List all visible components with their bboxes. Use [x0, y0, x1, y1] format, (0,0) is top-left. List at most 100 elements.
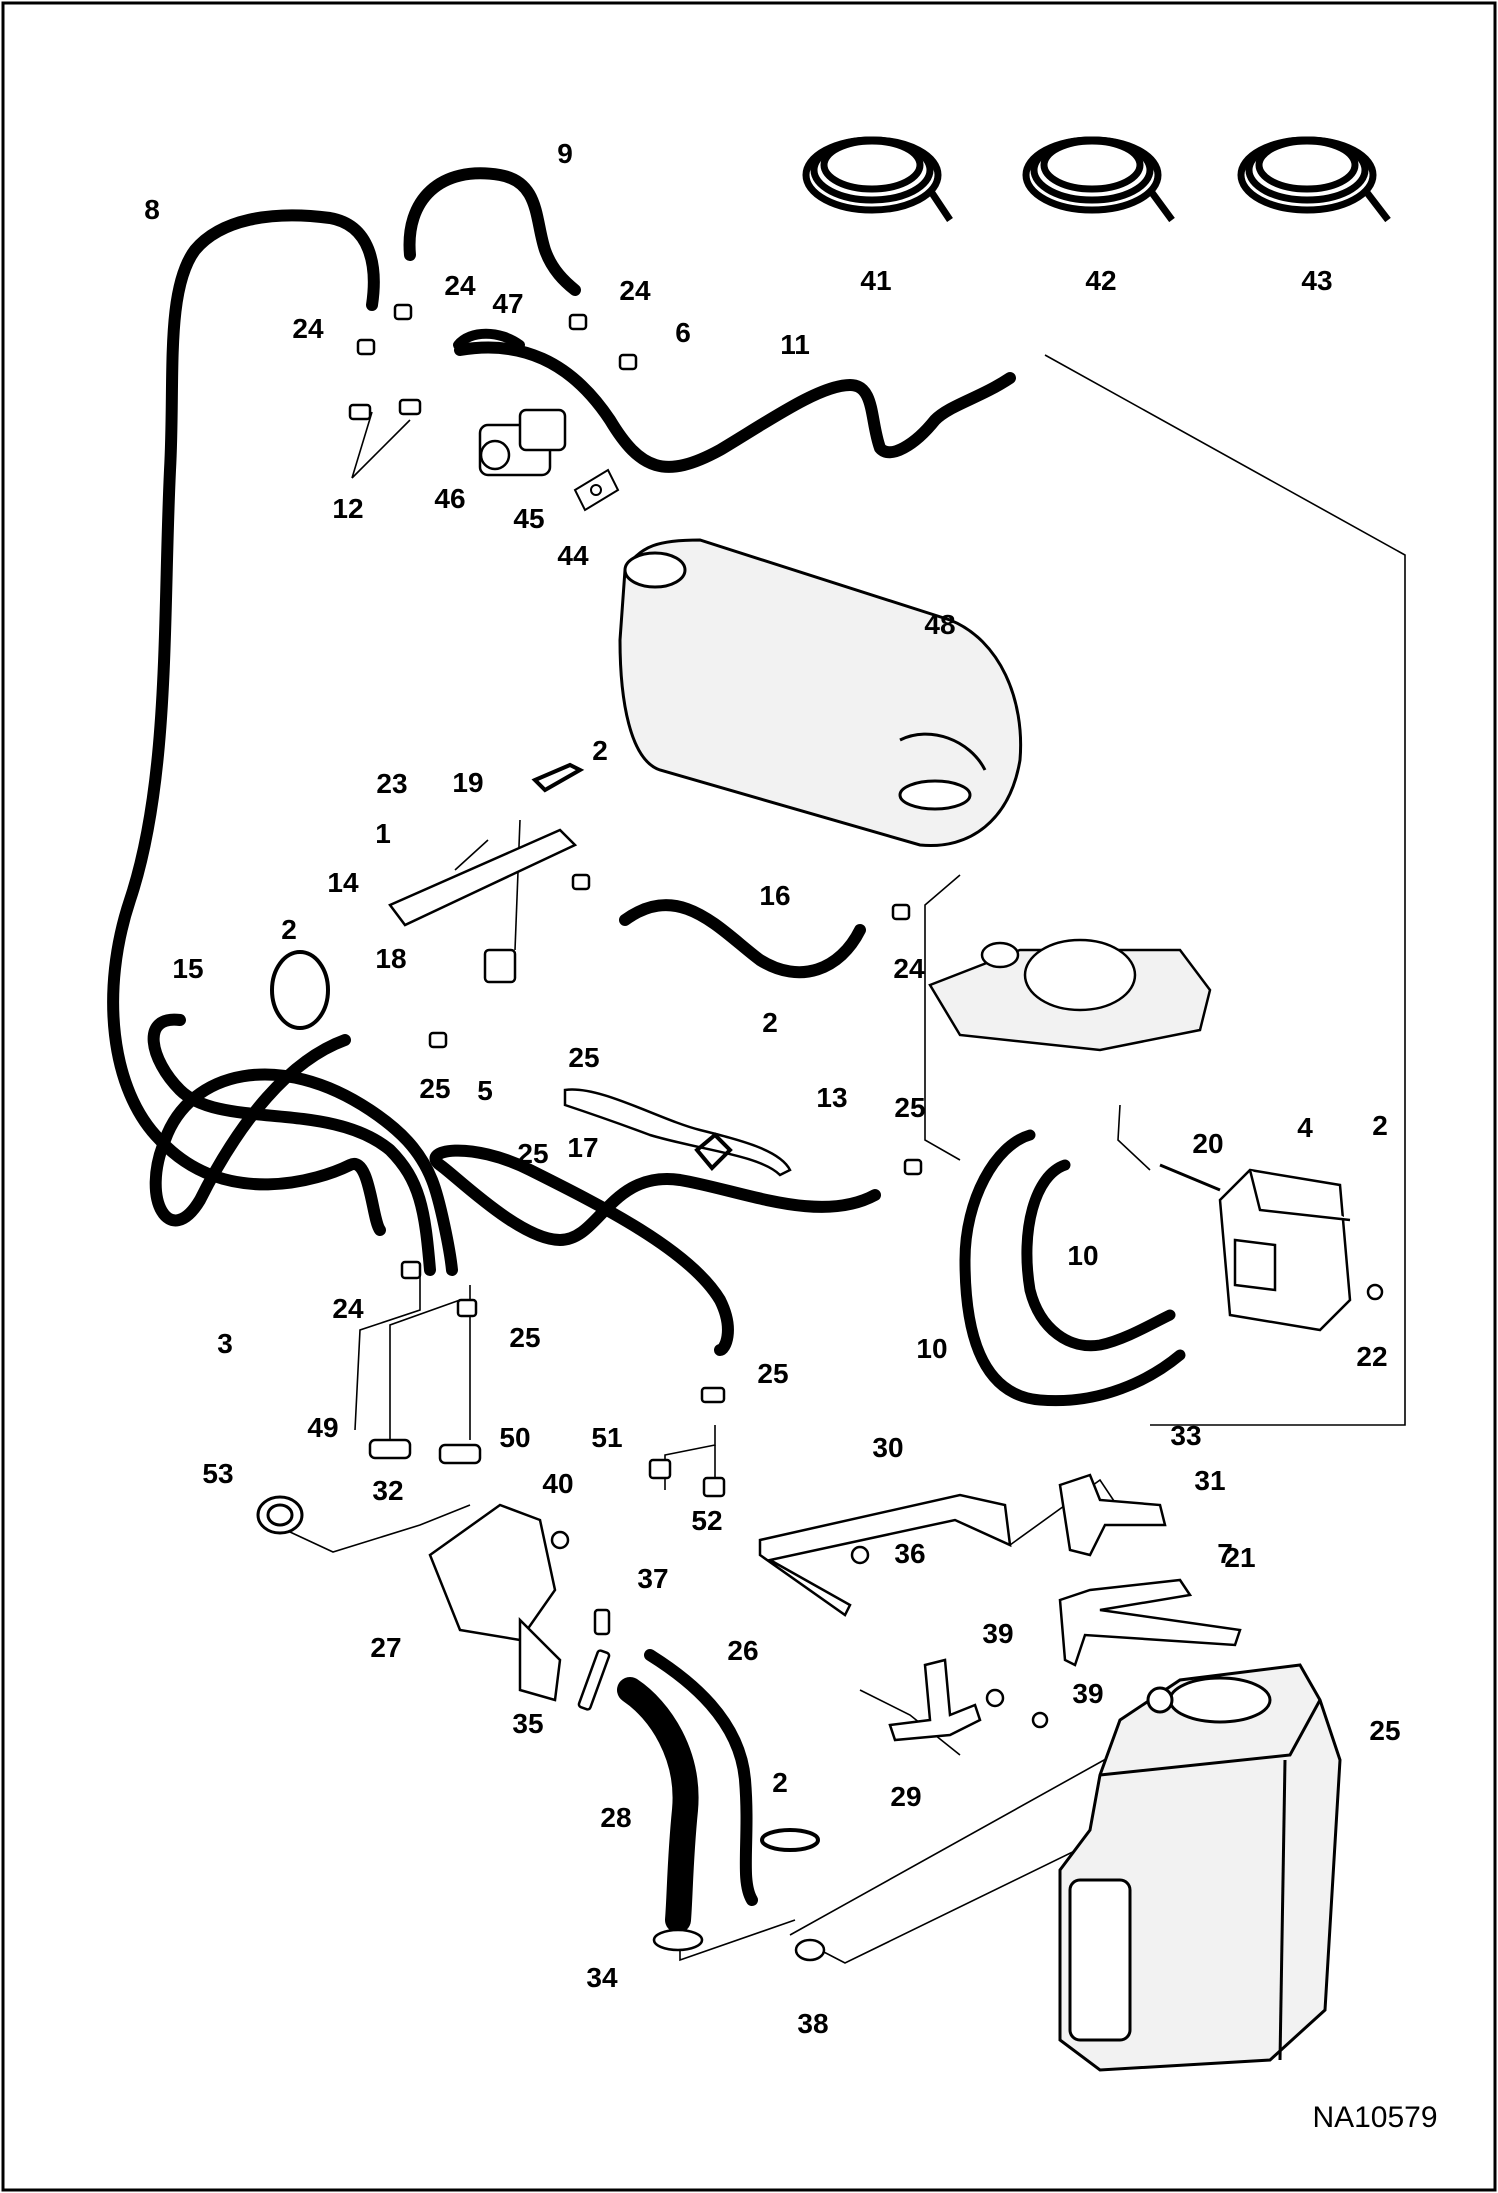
callout: 47 [492, 288, 523, 319]
callout: 44 [557, 540, 589, 571]
callout: 29 [890, 1781, 921, 1812]
callout: 38 [797, 2008, 828, 2039]
upper-tank-module [928, 938, 1212, 1052]
callout: 7 [1217, 1538, 1233, 1569]
callout: 25 [1369, 1715, 1400, 1746]
bracket-7 [1058, 1578, 1242, 1667]
hose-coil-43 [802, 136, 953, 222]
callout: 6 [675, 317, 691, 348]
bracket-33 [1058, 1473, 1167, 1557]
callout: 49 [307, 1412, 338, 1443]
callout: 25 [757, 1358, 788, 1389]
callout: 24 [619, 275, 651, 306]
callout: 24 [292, 313, 324, 344]
callout: 2 [762, 1007, 778, 1038]
valve-48 [478, 408, 567, 477]
hose-coil-44 [1022, 136, 1175, 223]
hose-coil-45 [1237, 136, 1391, 223]
strap-32 [758, 1493, 1012, 1617]
callout: 28 [600, 1802, 631, 1833]
callout: 45 [513, 503, 544, 534]
sender-4 [1218, 1168, 1352, 1332]
figure-id: NA10579 [1312, 2101, 1437, 2134]
callout: 15 [172, 953, 203, 984]
callout: 46 [434, 483, 465, 514]
cap-55 [256, 1495, 304, 1535]
callout: 41 [860, 265, 891, 296]
callout: 39 [1072, 1678, 1103, 1709]
bracket-13 [563, 1088, 792, 1177]
callout: 52 [691, 1505, 722, 1536]
bracket-31 [888, 1658, 982, 1742]
hose-16 [619, 899, 866, 979]
callout: 24 [444, 270, 476, 301]
callout: 22 [1356, 1341, 1387, 1372]
callout: 33 [1170, 1420, 1201, 1451]
callout: 2 [772, 1767, 788, 1798]
callout: 25 [509, 1322, 540, 1353]
gasket-47 [573, 468, 620, 512]
callout: 10 [916, 1333, 947, 1364]
hose-17 [429, 1144, 881, 1356]
callout: 27 [370, 1632, 401, 1663]
callout: 31 [1194, 1465, 1225, 1496]
callout: 18 [375, 943, 406, 974]
callout: 5 [477, 1075, 493, 1106]
callout: 25 [517, 1138, 548, 1169]
callout: 4 [1297, 1112, 1313, 1143]
callout: 24 [332, 1293, 364, 1324]
hose-49 [453, 328, 525, 350]
callout: 34 [586, 1962, 618, 1993]
hose-8 [107, 209, 386, 1236]
callout: 2 [1372, 1110, 1388, 1141]
straps-2 [270, 762, 820, 1852]
callout: 21 [1224, 1542, 1255, 1573]
fittings [348, 303, 1384, 1962]
callout: 43 [1301, 265, 1332, 296]
hose-15 [149, 1034, 458, 1276]
callout: 12 [332, 493, 363, 524]
hose-10b [1021, 1159, 1176, 1352]
callout: 3 [217, 1328, 233, 1359]
callout: 13 [816, 1082, 847, 1113]
hose-10a [959, 1129, 1186, 1407]
callout: 37 [637, 1563, 668, 1594]
callout: 30 [872, 1432, 903, 1463]
callout: 8 [144, 194, 160, 225]
callout: 39 [982, 1618, 1013, 1649]
hose-11 [454, 341, 1016, 473]
callout: 25 [894, 1092, 925, 1123]
bracket-14 [388, 828, 578, 927]
callout: 2 [592, 735, 608, 766]
callout-labels: 1 2 2 2 2 2 3 4 5 6 7 8 9 10 10 11 12 13… [144, 138, 1400, 2039]
callout: 24 [893, 953, 925, 984]
hose-28 [644, 1649, 758, 1906]
callout: 9 [557, 138, 573, 169]
hose-9 [403, 167, 581, 296]
callout: 25 [568, 1042, 599, 1073]
callout: 32 [372, 1475, 403, 1506]
callout: 19 [452, 767, 483, 798]
callout: 42 [1085, 265, 1116, 296]
callout: 48 [924, 609, 955, 640]
callout: 14 [327, 867, 359, 898]
hose-30 [617, 1677, 699, 1933]
filler-29 [428, 1503, 562, 1702]
callout: 26 [727, 1635, 758, 1666]
callout: 11 [780, 329, 810, 360]
callout: 16 [759, 880, 790, 911]
callout: 40 [542, 1468, 573, 1499]
callout: 51 [591, 1422, 622, 1453]
callout: 2 [281, 914, 297, 945]
tank-27 [1058, 1663, 1342, 2072]
callout: 50 [499, 1422, 530, 1453]
callout: 36 [894, 1538, 925, 1569]
callout: 35 [512, 1708, 543, 1739]
callout: 20 [1192, 1128, 1223, 1159]
leader-lines [289, 354, 1406, 1964]
hoses [107, 167, 1186, 1933]
callout: 10 [1067, 1240, 1098, 1271]
